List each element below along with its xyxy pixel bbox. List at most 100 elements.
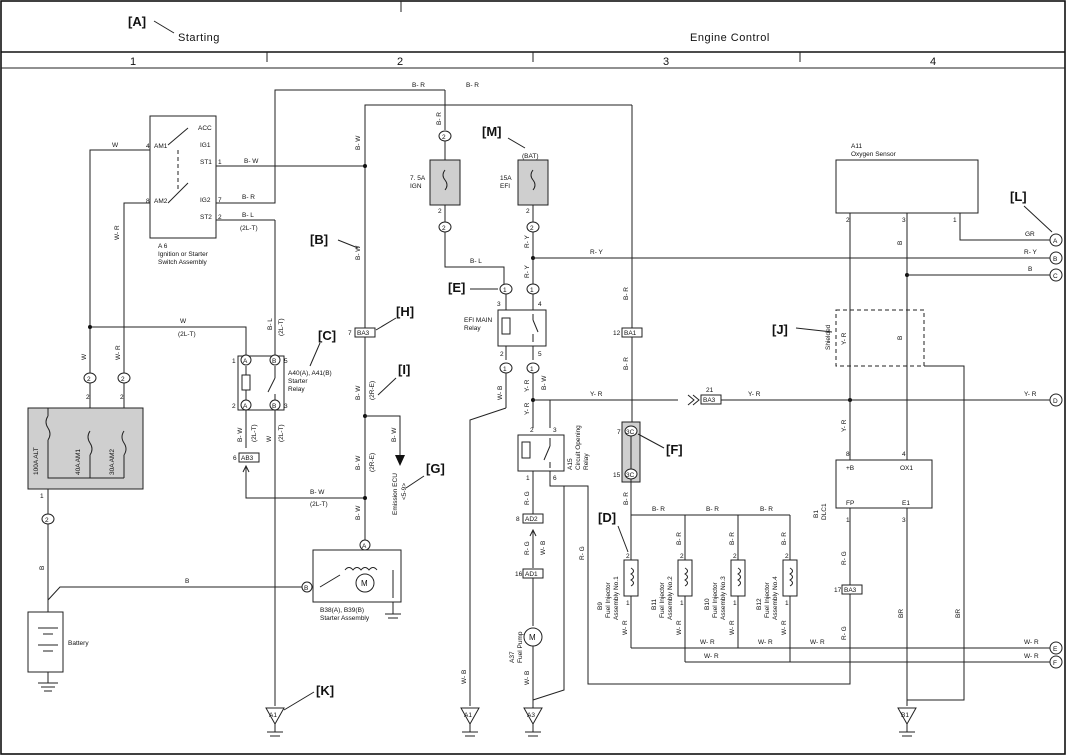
svg-text:(2L-T): (2L-T): [278, 318, 285, 336]
svg-text:R- G: R- G: [524, 541, 531, 555]
svg-text:Assembly No.3: Assembly No.3: [720, 576, 727, 620]
injector-1: 21 B9 Fuel Injector Assembly No.1: [597, 515, 639, 648]
svg-text:W- B: W- B: [497, 386, 504, 400]
svg-text:6: 6: [553, 475, 557, 482]
svg-text:IGN: IGN: [410, 183, 422, 190]
svg-text:5: 5: [538, 351, 542, 358]
svg-text:B- W: B- W: [244, 158, 259, 165]
svg-text:A1: A1: [464, 712, 472, 719]
svg-text:A: A: [362, 543, 367, 550]
offpage-f: F: [1049, 655, 1063, 669]
svg-text:2: 2: [530, 225, 534, 232]
svg-text:2: 2: [626, 553, 630, 560]
svg-text:16: 16: [515, 571, 523, 578]
svg-text:Assembly No.1: Assembly No.1: [613, 576, 620, 620]
svg-text:8: 8: [846, 451, 850, 458]
oxygen-sensor: [835, 159, 979, 214]
ignition-switch: AM1 AM2 ACC IG1 ST1 IG2 ST2 4 8 1 7 2 A …: [146, 115, 222, 266]
svg-text:Relay: Relay: [583, 453, 590, 470]
svg-text:B- R: B- R: [623, 492, 630, 505]
svg-text:W: W: [180, 318, 187, 325]
battery: Battery: [27, 611, 89, 673]
svg-text:W- R: W- R: [810, 639, 825, 646]
svg-text:A: A: [1053, 238, 1058, 245]
svg-text:(2R-E): (2R-E): [369, 381, 376, 400]
svg-text:B- R: B- R: [623, 357, 630, 370]
svg-text:1: 1: [503, 287, 507, 294]
svg-text:Starter: Starter: [288, 378, 308, 385]
svg-text:B- W: B- W: [355, 505, 362, 520]
svg-text:EFI: EFI: [500, 183, 510, 190]
svg-text:W- R: W- R: [676, 620, 683, 635]
svg-text:15A: 15A: [500, 175, 512, 182]
svg-text:8: 8: [516, 516, 520, 523]
callout-c: [C]: [318, 328, 336, 343]
svg-text:7: 7: [617, 429, 621, 436]
starter-code: B38(A), B39(B): [320, 607, 364, 614]
svg-text:2: 2: [785, 553, 789, 560]
svg-text:C: C: [1053, 273, 1058, 280]
svg-text:A: A: [243, 358, 248, 365]
svg-text:W: W: [112, 142, 119, 149]
svg-text:B: B: [39, 566, 46, 570]
svg-text:<5-9>: <5-9>: [401, 483, 408, 500]
svg-text:A1: A1: [269, 712, 277, 719]
svg-text:B- R: B- R: [781, 532, 788, 545]
svg-text:B- R: B- R: [652, 506, 665, 513]
oxygen-sensor-code: A11: [851, 143, 862, 150]
svg-text:Y- R: Y- R: [590, 391, 603, 398]
svg-text:R- G: R- G: [579, 546, 586, 560]
svg-text:B- W: B- W: [391, 427, 398, 442]
callout-d: [D]: [598, 510, 616, 525]
svg-text:Fuel Pump: Fuel Pump: [517, 631, 524, 663]
svg-text:1: 1: [785, 600, 789, 607]
svg-text:Fuel Injector: Fuel Injector: [605, 581, 612, 618]
svg-text:17: 17: [834, 587, 842, 594]
svg-text:Emission ECU: Emission ECU: [392, 473, 399, 515]
svg-text:7. 5A: 7. 5A: [410, 175, 426, 182]
svg-text:R- Y: R- Y: [524, 264, 531, 278]
column-4-label: 4: [930, 56, 936, 68]
svg-text:8: 8: [146, 198, 150, 205]
svg-text:B9: B9: [597, 602, 604, 610]
svg-text:R- Y: R- Y: [1024, 249, 1038, 256]
svg-text:B- L: B- L: [267, 318, 274, 330]
offpage-c: C: [1049, 268, 1063, 282]
svg-text:B: B: [1053, 256, 1057, 263]
svg-text:W- R: W- R: [115, 345, 122, 360]
svg-text:2: 2: [500, 351, 504, 358]
svg-text:B: B: [897, 336, 904, 340]
ground-a1-left: A1: [265, 707, 285, 737]
svg-text:1: 1: [680, 600, 684, 607]
circuit-opening-relay: [517, 434, 565, 472]
svg-text:3: 3: [284, 403, 288, 410]
svg-text:BR: BR: [955, 609, 962, 618]
svg-text:Y- R: Y- R: [524, 379, 531, 392]
svg-text:Fuel Injector: Fuel Injector: [659, 581, 666, 618]
svg-text:(2L-T): (2L-T): [251, 424, 258, 442]
svg-text:Circuit Opening: Circuit Opening: [575, 425, 582, 470]
svg-text:3: 3: [553, 427, 557, 434]
svg-text:B- L: B- L: [470, 258, 482, 265]
starter-relay-code: A40(A), A41(B): [288, 370, 332, 377]
svg-text:40A AM1: 40A AM1: [75, 449, 82, 475]
svg-text:1: 1: [953, 217, 957, 224]
svg-text:2: 2: [45, 517, 49, 524]
svg-text:W- R: W- R: [758, 639, 773, 646]
svg-text:2: 2: [87, 376, 91, 383]
svg-text:AD2: AD2: [525, 516, 538, 523]
svg-text:2: 2: [846, 217, 850, 224]
svg-text:E: E: [1053, 646, 1058, 653]
ground-b1: B1: [897, 707, 917, 737]
svg-text:Assembly No.2: Assembly No.2: [667, 576, 674, 620]
svg-text:B: B: [1028, 266, 1032, 273]
svg-text:W- R: W- R: [114, 225, 121, 240]
svg-text:W- R: W- R: [700, 639, 715, 646]
svg-text:B- W: B- W: [541, 375, 548, 390]
svg-text:B: B: [272, 403, 276, 410]
svg-text:2: 2: [442, 134, 446, 141]
svg-text:Ignition or Starter: Ignition or Starter: [158, 251, 209, 258]
callout-j: [J]: [772, 322, 788, 337]
svg-text:Y- R: Y- R: [841, 332, 848, 345]
svg-text:2: 2: [680, 553, 684, 560]
